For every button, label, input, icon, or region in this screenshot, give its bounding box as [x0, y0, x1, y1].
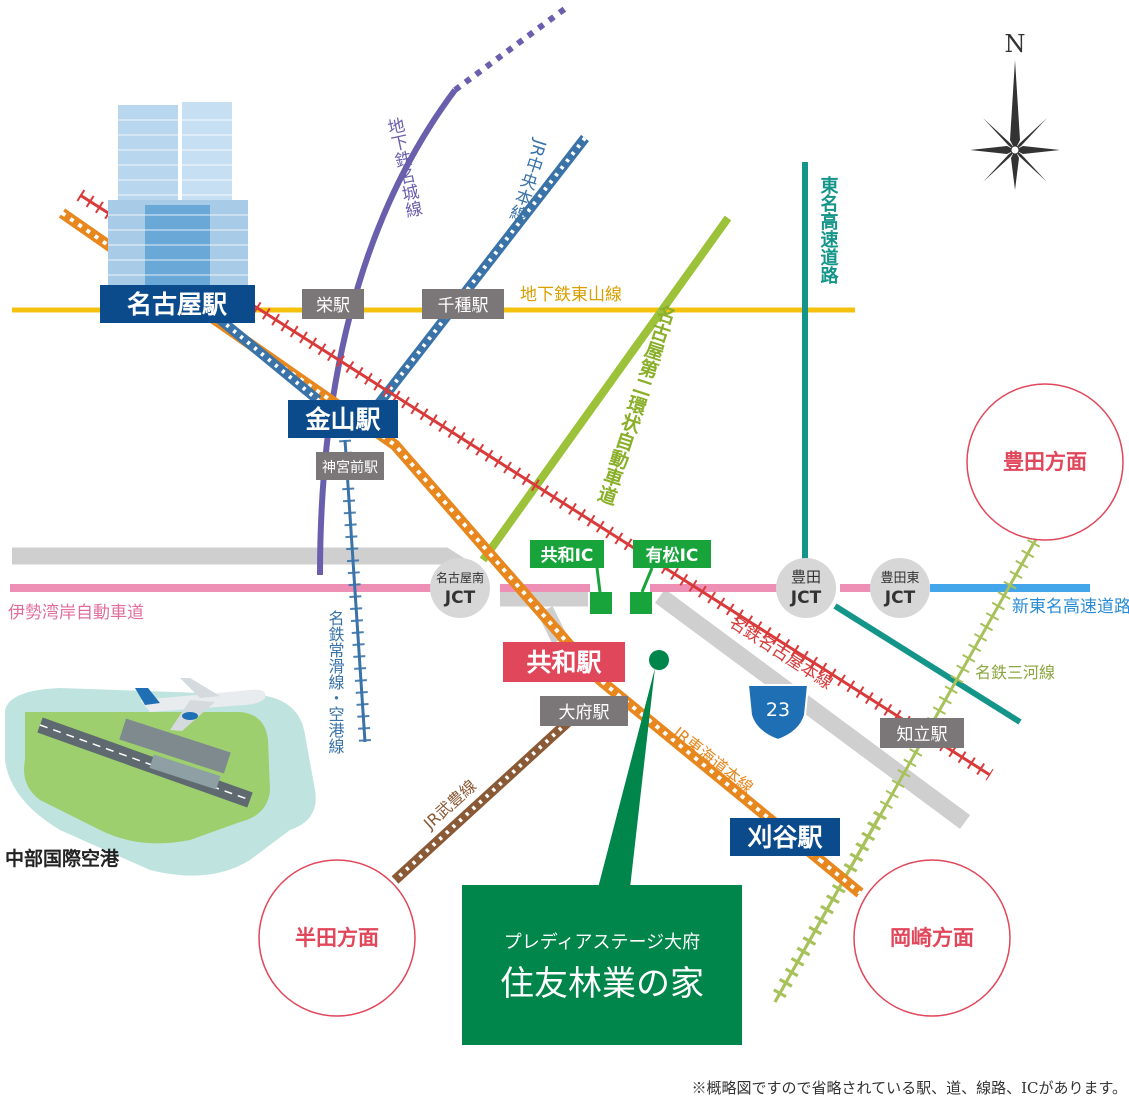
compass-north-label: N — [1005, 30, 1026, 58]
chiryu-station-label: 知立駅 — [897, 725, 948, 745]
sakae-station-label: 栄駅 — [316, 296, 350, 316]
chikusa-station-box — [422, 289, 504, 319]
nagoya-towers-illustration — [108, 102, 248, 285]
kariya-station-label: 刈谷駅 — [747, 823, 822, 852]
kariya-station-box — [730, 818, 840, 856]
arimatsu-ic-box — [633, 540, 711, 568]
nagoya-minami-jct-top: 名古屋南 — [436, 570, 484, 585]
gray-highway-west — [12, 547, 475, 580]
airport-label: 中部国際空港 — [5, 847, 120, 870]
toyota-higashi-jct — [870, 558, 930, 618]
meijo-line-dotted — [453, 2, 572, 93]
kyowa-ic-box — [530, 540, 604, 568]
meitetsu-airport-label: 名鉄常滑線・空港線 — [326, 610, 345, 754]
jingumae-station-label: 神宮前駅 — [322, 459, 378, 476]
kyowa-ic-label: 共和IC — [541, 546, 594, 566]
route-23-shield-icon — [746, 684, 810, 742]
kyowa-station-box — [503, 642, 625, 682]
nagoya-station-box — [100, 285, 255, 323]
property-subtitle: プレディアステージ大府 — [504, 932, 700, 953]
jingumae-station-box — [316, 452, 384, 480]
ring-expressway — [479, 215, 732, 563]
route-23-number: 23 — [766, 699, 790, 721]
ring-expressway-label: 名古屋第二環状自動車道 — [593, 300, 679, 507]
mikawa-line-label: 名鉄三河線 — [975, 663, 1055, 682]
property-pointer — [598, 668, 655, 888]
tomei-expressway-east — [833, 603, 1022, 725]
handa-direction-label: 半田方面 — [295, 926, 379, 950]
toyota-higashi-jct-top: 豊田東 — [880, 570, 919, 586]
toyota-higashi-jct-bottom: JCT — [884, 588, 916, 608]
sakae-station-box — [302, 289, 364, 319]
chiryu-station-box — [880, 718, 964, 748]
arimatsu-ic-label: 有松IC — [646, 545, 699, 566]
chuo-line-label: JR中央本線 — [504, 136, 550, 224]
higashiyama-line-label: 地下鉄東山線 — [520, 285, 622, 305]
arimatsu-ic-marker — [630, 592, 652, 614]
toyota-direction-label: 豊田方面 — [1003, 450, 1087, 474]
toyota-jct-bottom: JCT — [790, 588, 822, 608]
footnote: ※概略図ですので省略されている駅、道、線路、ICがあります。 — [692, 1079, 1127, 1097]
tomei-label: 東名高速道路 — [818, 175, 839, 285]
airport-illustration — [5, 678, 316, 876]
toyota-direction-circle — [966, 383, 1124, 541]
chuo-line — [366, 134, 589, 419]
chikusa-station-label: 千種駅 — [438, 296, 489, 316]
airplane-icon — [135, 678, 266, 731]
shin-tomei-label: 新東名高速道路 — [1012, 597, 1129, 617]
okazaki-direction-label: 岡崎方面 — [890, 926, 974, 950]
property-title: 住友林業の家 — [500, 964, 704, 1004]
obu-station-box — [540, 696, 628, 726]
kyowa-ic-marker — [590, 592, 612, 614]
route23-road — [654, 589, 971, 829]
property-location-dot — [649, 650, 669, 670]
nagoya-station-label: 名古屋駅 — [127, 290, 227, 319]
tokaido-line-label: JR東海道本線 — [669, 723, 757, 798]
kanayama-station-label: 金山駅 — [304, 405, 380, 434]
compass-rose-icon — [970, 60, 1060, 190]
nagoya-minami-jct — [430, 558, 490, 618]
okazaki-direction-circle — [853, 859, 1011, 1017]
obu-station-label: 大府駅 — [559, 703, 610, 723]
toyota-jct — [776, 558, 836, 618]
isewan-label: 伊勢湾岸自動車道 — [8, 603, 144, 623]
nagoya-minami-jct-bottom: JCT — [444, 588, 476, 608]
toyota-jct-top: 豊田 — [791, 568, 821, 586]
kyowa-station-label: 共和駅 — [526, 648, 601, 677]
kanayama-station-box — [288, 400, 398, 438]
property-box — [462, 885, 742, 1045]
handa-direction-circle — [258, 859, 416, 1017]
